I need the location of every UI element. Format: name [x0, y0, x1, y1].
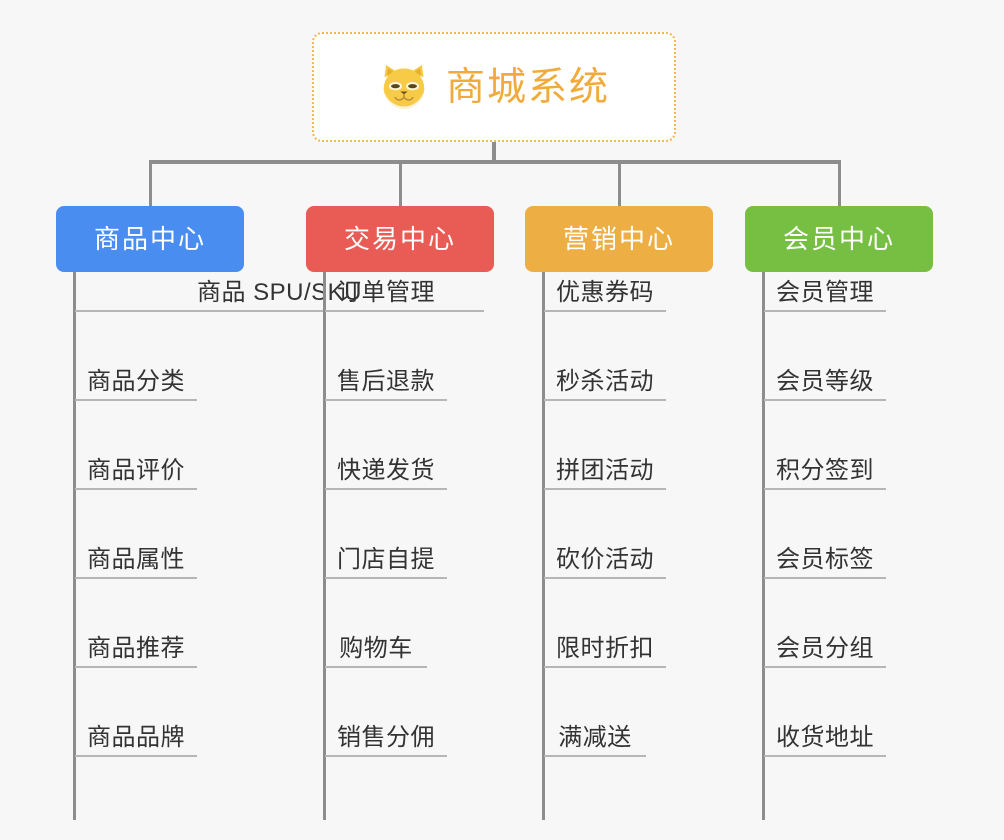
leaf-label: 会员等级 — [776, 368, 874, 396]
leaf-label: 砍价活动 — [556, 546, 654, 574]
shiba-dog-icon — [383, 65, 425, 109]
connector-branch-drop-4 — [838, 160, 841, 208]
leaf-item[interactable]: 销售分佣 — [325, 713, 447, 757]
leaf-label: 拼团活动 — [556, 457, 654, 485]
leaf-item[interactable]: 商品推荐 — [75, 624, 197, 668]
leaf-label: 购物车 — [339, 635, 413, 663]
leaf-item[interactable]: 限时折扣 — [544, 624, 666, 668]
leaf-label: 积分签到 — [776, 457, 874, 485]
leaf-trunk-4 — [762, 272, 765, 820]
leaf-label: 商品品牌 — [87, 724, 185, 752]
connector-horizontal-bus — [150, 160, 840, 164]
leaf-label: 门店自提 — [337, 546, 435, 574]
connector-branch-drop-1 — [149, 160, 152, 208]
leaf-label: 商品属性 — [87, 546, 185, 574]
leaf-trunk-1 — [73, 272, 76, 820]
leaf-item[interactable]: 订单管理 — [325, 268, 447, 312]
leaf-item[interactable]: 秒杀活动 — [544, 357, 666, 401]
leaf-label: 会员管理 — [776, 279, 874, 307]
leaf-label: 限时折扣 — [556, 635, 654, 663]
leaf-label: 售后退款 — [337, 368, 435, 396]
leaf-item[interactable]: 收货地址 — [764, 713, 886, 757]
leaf-label: 商品 SPU/SKU — [196, 279, 363, 307]
leaf-label: 会员标签 — [776, 546, 874, 574]
leaf-item[interactable]: 售后退款 — [325, 357, 447, 401]
branch-label-3: 营销中心 — [562, 224, 675, 254]
leaf-label: 商品分类 — [87, 368, 185, 396]
leaf-label: 秒杀活动 — [556, 368, 654, 396]
branch-box-1[interactable]: 商品中心 — [56, 206, 244, 272]
leaf-item[interactable]: 积分签到 — [764, 446, 886, 490]
branch-box-4[interactable]: 会员中心 — [745, 206, 933, 272]
leaf-trunk-2 — [323, 272, 326, 820]
leaf-label: 销售分佣 — [337, 724, 435, 752]
leaf-item[interactable]: 拼团活动 — [544, 446, 666, 490]
leaf-label: 订单管理 — [337, 279, 435, 307]
leaf-label: 商品推荐 — [87, 635, 185, 663]
leaf-item[interactable]: 砍价活动 — [544, 535, 666, 579]
leaf-item[interactable]: 会员标签 — [764, 535, 886, 579]
leaf-item[interactable]: 商品品牌 — [75, 713, 197, 757]
leaf-item[interactable]: 商品分类 — [75, 357, 197, 401]
leaf-item[interactable]: 门店自提 — [325, 535, 447, 579]
leaf-item[interactable]: 会员等级 — [764, 357, 886, 401]
branch-label-4: 会员中心 — [782, 224, 895, 254]
connector-root-stem — [492, 142, 496, 164]
leaf-item[interactable]: 商品属性 — [75, 535, 197, 579]
leaf-item[interactable]: 会员分组 — [764, 624, 886, 668]
leaf-item[interactable]: 会员管理 — [764, 268, 886, 312]
leaf-item[interactable]: 快递发货 — [325, 446, 447, 490]
leaf-label: 快递发货 — [337, 457, 435, 485]
leaf-label: 商品评价 — [87, 457, 185, 485]
leaf-trunk-3 — [542, 272, 545, 820]
leaf-item[interactable]: 购物车 — [325, 624, 427, 668]
leaf-item[interactable]: 满减送 — [544, 713, 646, 757]
leaf-item[interactable]: 商品 SPU/SKU — [75, 268, 484, 312]
connector-branch-drop-3 — [618, 160, 621, 208]
root-title: 商城系统 — [445, 65, 610, 109]
root-node[interactable]: 商城系统 — [312, 32, 676, 142]
leaf-label: 满减送 — [558, 724, 632, 752]
branch-box-2[interactable]: 交易中心 — [306, 206, 494, 272]
leaf-label: 收货地址 — [776, 724, 874, 752]
leaf-item[interactable]: 优惠券码 — [544, 268, 666, 312]
leaf-label: 优惠券码 — [556, 279, 654, 307]
connector-branch-drop-2 — [399, 160, 402, 208]
leaf-item[interactable]: 商品评价 — [75, 446, 197, 490]
branch-box-3[interactable]: 营销中心 — [525, 206, 713, 272]
branch-label-2: 交易中心 — [343, 224, 456, 254]
leaf-label: 会员分组 — [776, 635, 874, 663]
branch-label-1: 商品中心 — [93, 224, 206, 254]
